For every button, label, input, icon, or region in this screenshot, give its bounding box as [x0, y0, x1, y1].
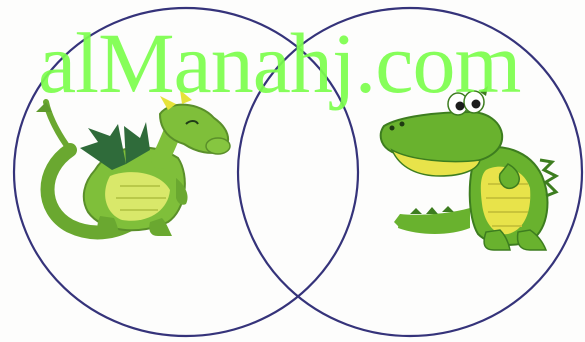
- watermark-text: alManahj.com: [38, 20, 520, 106]
- dragon-icon: [36, 90, 230, 236]
